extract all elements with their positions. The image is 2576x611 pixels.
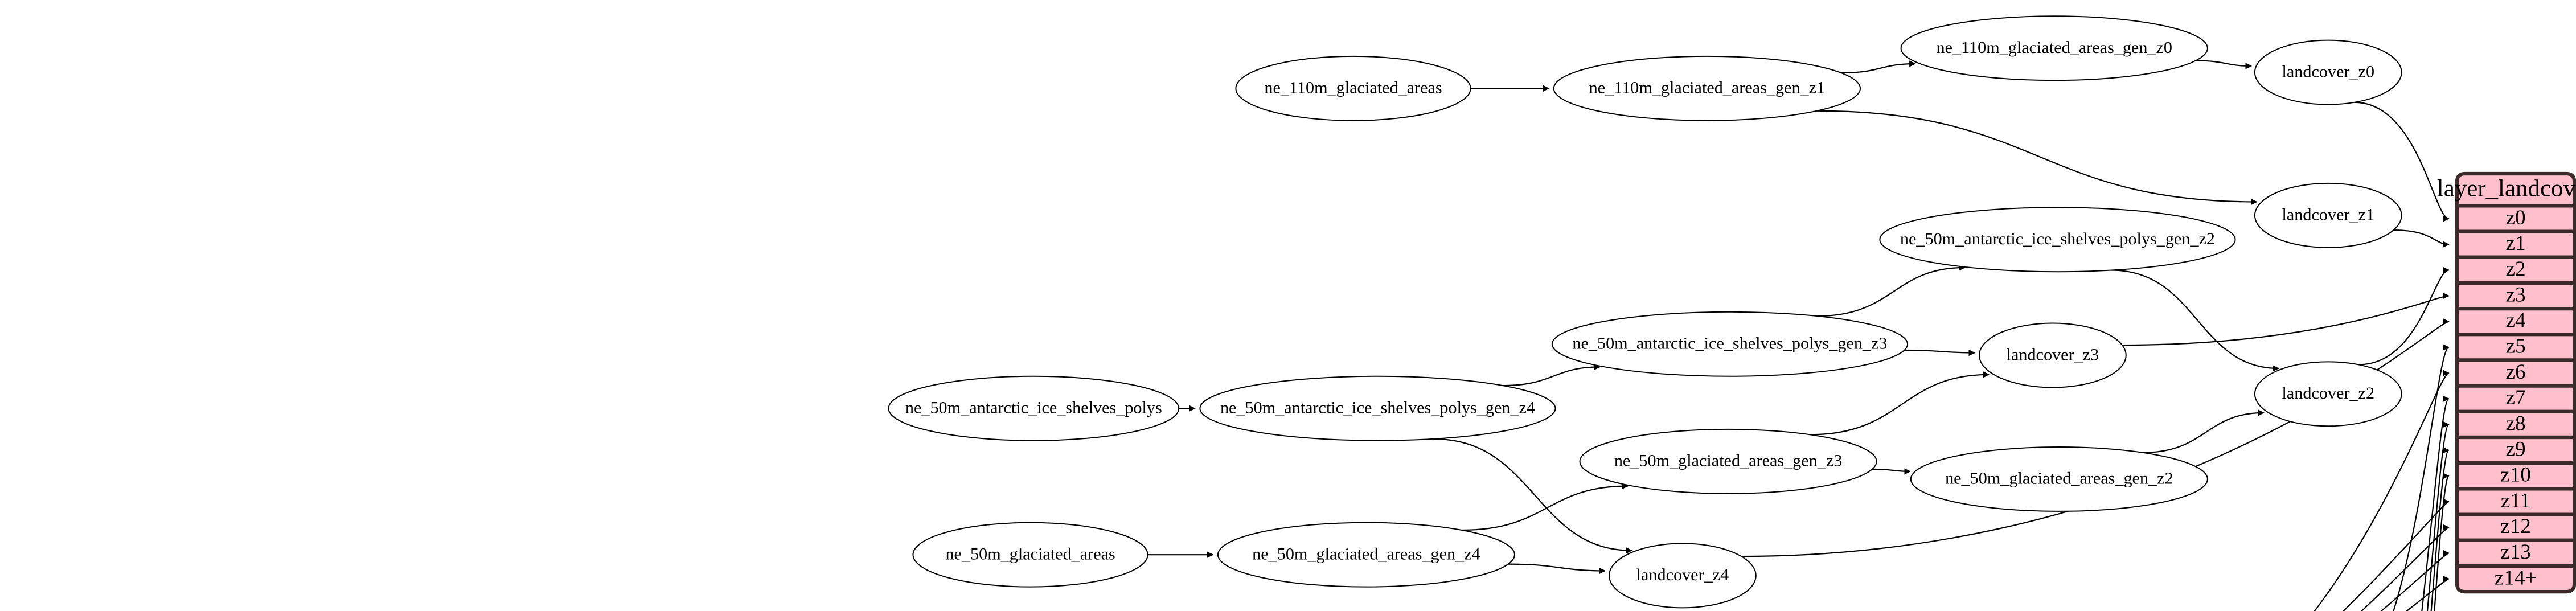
- node-shape: [2255, 40, 2402, 105]
- node-label: landcover_z2: [2282, 384, 2375, 403]
- node-ne-110m-glaciated-areas-gen-z1[interactable]: ne_110m_glaciated_areas_gen_z1: [1554, 56, 1860, 121]
- edge-ne-50m-glaciated-areas-gen-z3--to--ne-50m-glaciated-areas-gen-z2: [1872, 462, 1913, 481]
- edge-osm-landcover-gen-z11--to--layer-landcover-z11: [1091, 493, 2451, 611]
- node-shape: [1200, 376, 1555, 441]
- layer-landcover-row-label: z0: [2505, 206, 2525, 229]
- layer-landcover-row-label: z14+: [2495, 566, 2537, 589]
- edge-landcover-z3--to--layer-landcover-z3: [2122, 286, 2451, 346]
- node-shape: [2255, 183, 2402, 248]
- node-shape: [1911, 447, 2208, 511]
- layer-landcover-row-label: z12: [2500, 514, 2531, 538]
- node-shape: [2255, 362, 2402, 426]
- edge-ne-50m-antarctic-ice-shelves-polys-gen-z4--to--ne-50m-antarctic-ice-shelves-polys-gen-z3: [1503, 358, 1602, 386]
- edge-layer: [87, 54, 2451, 611]
- edge-ne-110m-glaciated-areas-gen-z0--to--landcover-z0: [2196, 56, 2254, 76]
- edge-ne-110m-glaciated-areas-gen-z1--to--ne-110m-glaciated-areas-gen-z0: [1841, 54, 1917, 73]
- node-label: ne_50m_glaciated_areas: [945, 545, 1115, 564]
- node-landcover-z0[interactable]: landcover_z0: [2255, 40, 2402, 105]
- node-ne-50m-antarctic-ice-shelves-polys-gen-z4[interactable]: ne_50m_antarctic_ice_shelves_polys_gen_z…: [1200, 376, 1555, 441]
- node-shape: [1901, 16, 2208, 80]
- node-ne-50m-glaciated-areas-gen-z2[interactable]: ne_50m_glaciated_areas_gen_z2: [1911, 447, 2208, 511]
- node-label: ne_50m_antarctic_ice_shelves_polys: [905, 399, 1162, 417]
- edge-landcover-z0--to--layer-landcover-z0: [2355, 102, 2451, 228]
- node-shape: [1554, 56, 1860, 121]
- node-label: ne_110m_glaciated_areas_gen_z0: [1937, 38, 2172, 57]
- node-label: ne_110m_glaciated_areas: [1264, 79, 1442, 97]
- node-ne-50m-antarctic-ice-shelves-polys-gen-z2[interactable]: ne_50m_antarctic_ice_shelves_polys_gen_z…: [1880, 207, 2235, 272]
- edge-ne-50m-antarctic-ice-shelves-polys-gen-z2--to--landcover-z2: [2111, 270, 2280, 378]
- edge-ne-50m-antarctic-ice-shelves-polys-gen-z4--to--landcover-z4: [1433, 439, 1634, 560]
- layer-landcover-header: [2455, 171, 2576, 208]
- node-ne-50m-antarctic-ice-shelves-polys[interactable]: ne_50m_antarctic_ice_shelves_polys: [888, 376, 1179, 441]
- layer-landcover-row-label: z9: [2505, 437, 2525, 461]
- node-shape: [1552, 312, 1908, 376]
- node-shape: [1218, 523, 1515, 587]
- node-landcover-z1[interactable]: landcover_z1: [2255, 183, 2402, 248]
- node-label: landcover_z4: [1636, 565, 1729, 584]
- node-ne-50m-glaciated-areas-gen-z3[interactable]: ne_50m_glaciated_areas_gen_z3: [1580, 429, 1877, 494]
- node-ne-110m-glaciated-areas-gen-z0[interactable]: ne_110m_glaciated_areas_gen_z0: [1901, 16, 2208, 80]
- node-landcover-z4[interactable]: landcover_z4: [1609, 543, 1756, 608]
- edge-ne-50m-antarctic-ice-shelves-polys-gen-z3--to--ne-50m-antarctic-ice-shelves-polys-gen-z2: [1818, 258, 1967, 316]
- node-shape: [913, 523, 1147, 587]
- node-label: ne_50m_antarctic_ice_shelves_polys_gen_z…: [1220, 399, 1535, 417]
- node-shape: [1236, 56, 1470, 121]
- node-ne-110m-glaciated-areas[interactable]: ne_110m_glaciated_areas: [1236, 56, 1470, 121]
- node-label: ne_50m_antarctic_ice_shelves_polys_gen_z…: [1572, 334, 1887, 353]
- layer-landcover-row-label: z2: [2505, 257, 2525, 280]
- layer-landcover-row-label: z11: [2501, 489, 2530, 512]
- node-shape: [1609, 543, 1756, 608]
- node-shape: [1880, 207, 2235, 272]
- node-ne-50m-glaciated-areas[interactable]: ne_50m_glaciated_areas: [913, 523, 1147, 587]
- layer-landcover-row-z14plus[interactable]: [2455, 564, 2576, 594]
- node-landcover-z3[interactable]: landcover_z3: [1979, 323, 2126, 388]
- edge-landcover-z4--to--layer-landcover-z4: [1741, 313, 2451, 556]
- layer-landcover-row-label: z10: [2500, 463, 2531, 486]
- node-label: ne_110m_glaciated_areas_gen_z1: [1589, 79, 1825, 97]
- edge-ne-50m-antarctic-ice-shelves-polys-gen-z3--to--landcover-z3: [1904, 343, 1977, 362]
- edge-osm-landcover-gen-z9--to--layer-landcover-z9: [2339, 441, 2451, 611]
- node-shape: [1979, 323, 2126, 388]
- node-ne-50m-glaciated-areas-gen-z4[interactable]: ne_50m_glaciated_areas_gen_z4: [1218, 523, 1515, 587]
- layer-landcover-row-label: z8: [2505, 412, 2525, 435]
- edge-ne-50m-glaciated-areas-gen-z4--to--landcover-z4: [1508, 561, 1607, 580]
- layer-landcover-row-label: z6: [2505, 360, 2525, 383]
- edge-ne-50m-glaciated-areas-gen-z4--to--ne-50m-glaciated-areas-gen-z3: [1462, 477, 1630, 530]
- node-ne-50m-antarctic-ice-shelves-polys-gen-z3[interactable]: ne_50m_antarctic_ice_shelves_polys_gen_z…: [1552, 312, 1908, 376]
- node-landcover-z2[interactable]: landcover_z2: [2255, 362, 2402, 426]
- node-layer: imposm3osm_landcover_polygonsimplify_vw_…: [0, 16, 2465, 611]
- node-label: ne_50m_glaciated_areas_gen_z2: [1945, 469, 2173, 488]
- node-label: ne_50m_glaciated_areas_gen_z4: [1252, 545, 1480, 564]
- edge-osm-landcover-gen-z12--to--layer-landcover-z12: [853, 519, 2451, 611]
- edge-osm-landcover-gen-z8--to--layer-landcover-z8: [2339, 416, 2451, 611]
- layer-landcover-row-label: z4: [2505, 309, 2525, 332]
- layer-landcover-header-label: layer_landcover: [2437, 175, 2576, 202]
- node-shape: [1580, 429, 1877, 494]
- node-label: landcover_z3: [2007, 345, 2099, 364]
- layer-landcover-row-label: z5: [2505, 334, 2525, 358]
- edge-osm-landcover-gen-z13--to--layer-landcover-z13: [634, 544, 2451, 611]
- layer-landcover-row-label: z3: [2505, 283, 2525, 306]
- layer-landcover-row-label: z13: [2500, 540, 2531, 563]
- edge-landcover-z1--to--layer-landcover-z1: [2393, 230, 2451, 254]
- layer-landcover-row-label: z7: [2505, 386, 2525, 409]
- node-label: ne_50m_glaciated_areas_gen_z3: [1614, 452, 1843, 470]
- node-label: landcover_z0: [2282, 62, 2375, 81]
- edge-ne-110m-glaciated-areas-gen-z1--to--landcover-z1: [1817, 111, 2259, 211]
- layer-landcover-row-label: z1: [2505, 231, 2525, 255]
- edge-landcover-z2--to--layer-landcover-z2: [2358, 261, 2451, 364]
- edge-ne-50m-glaciated-areas-gen-z2--to--landcover-z2: [2143, 403, 2266, 453]
- edge-ne-50m-glaciated-areas-gen-z3--to--landcover-z3: [1810, 365, 1991, 435]
- node-label: landcover_z1: [2282, 206, 2375, 224]
- node-shape: [888, 376, 1179, 441]
- node-label: ne_50m_antarctic_ice_shelves_polys_gen_z…: [1900, 229, 2215, 248]
